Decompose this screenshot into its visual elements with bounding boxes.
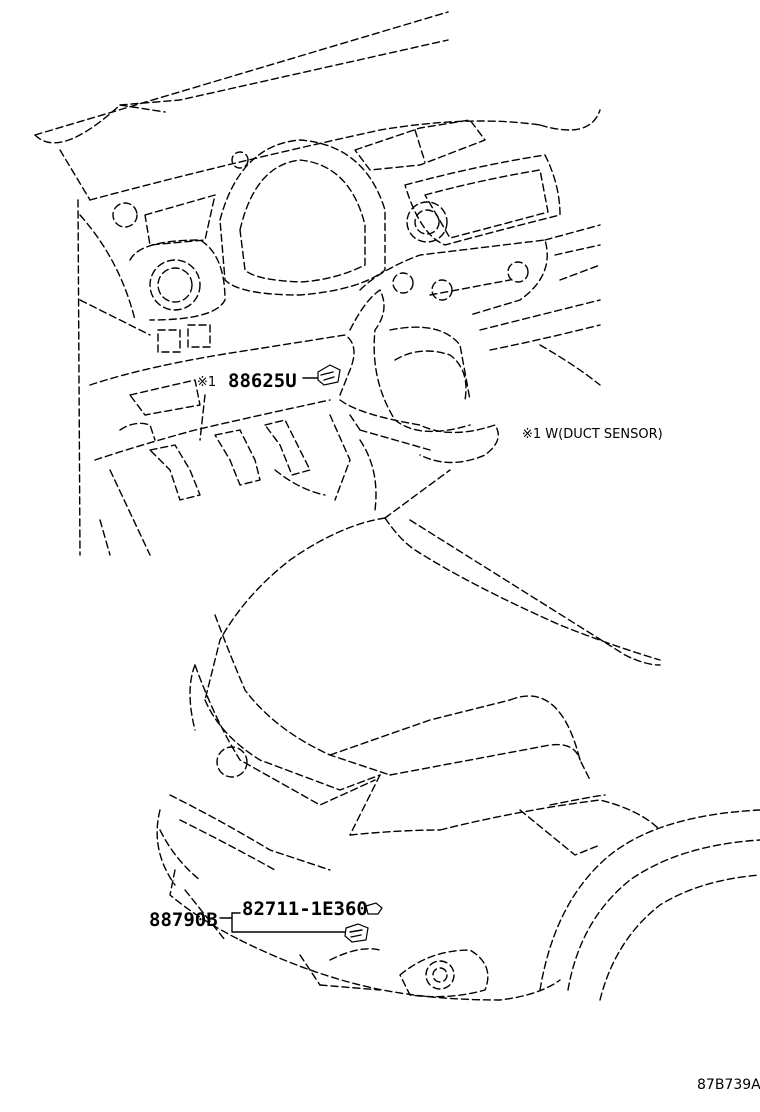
ambient-sensor-parts xyxy=(219,902,383,943)
footnote-duct-sensor: ※1 W(DUCT SENSOR) xyxy=(522,427,663,442)
part-number-88625u: 88625U xyxy=(228,370,297,392)
car-front-illustration xyxy=(156,469,760,1001)
duct-sensor-part xyxy=(302,364,341,386)
upper-callout: ※1 88625U xyxy=(197,370,297,392)
drawing-code: 87B739A xyxy=(697,1077,760,1093)
lower-callout: 88790B 82711-1E360 xyxy=(149,898,368,931)
group-number-88790b: 88790B xyxy=(149,909,218,931)
part-number-82711-1e360: 82711-1E360 xyxy=(242,898,368,920)
note-mark: ※1 xyxy=(197,375,216,390)
dashboard-illustration xyxy=(34,11,601,556)
